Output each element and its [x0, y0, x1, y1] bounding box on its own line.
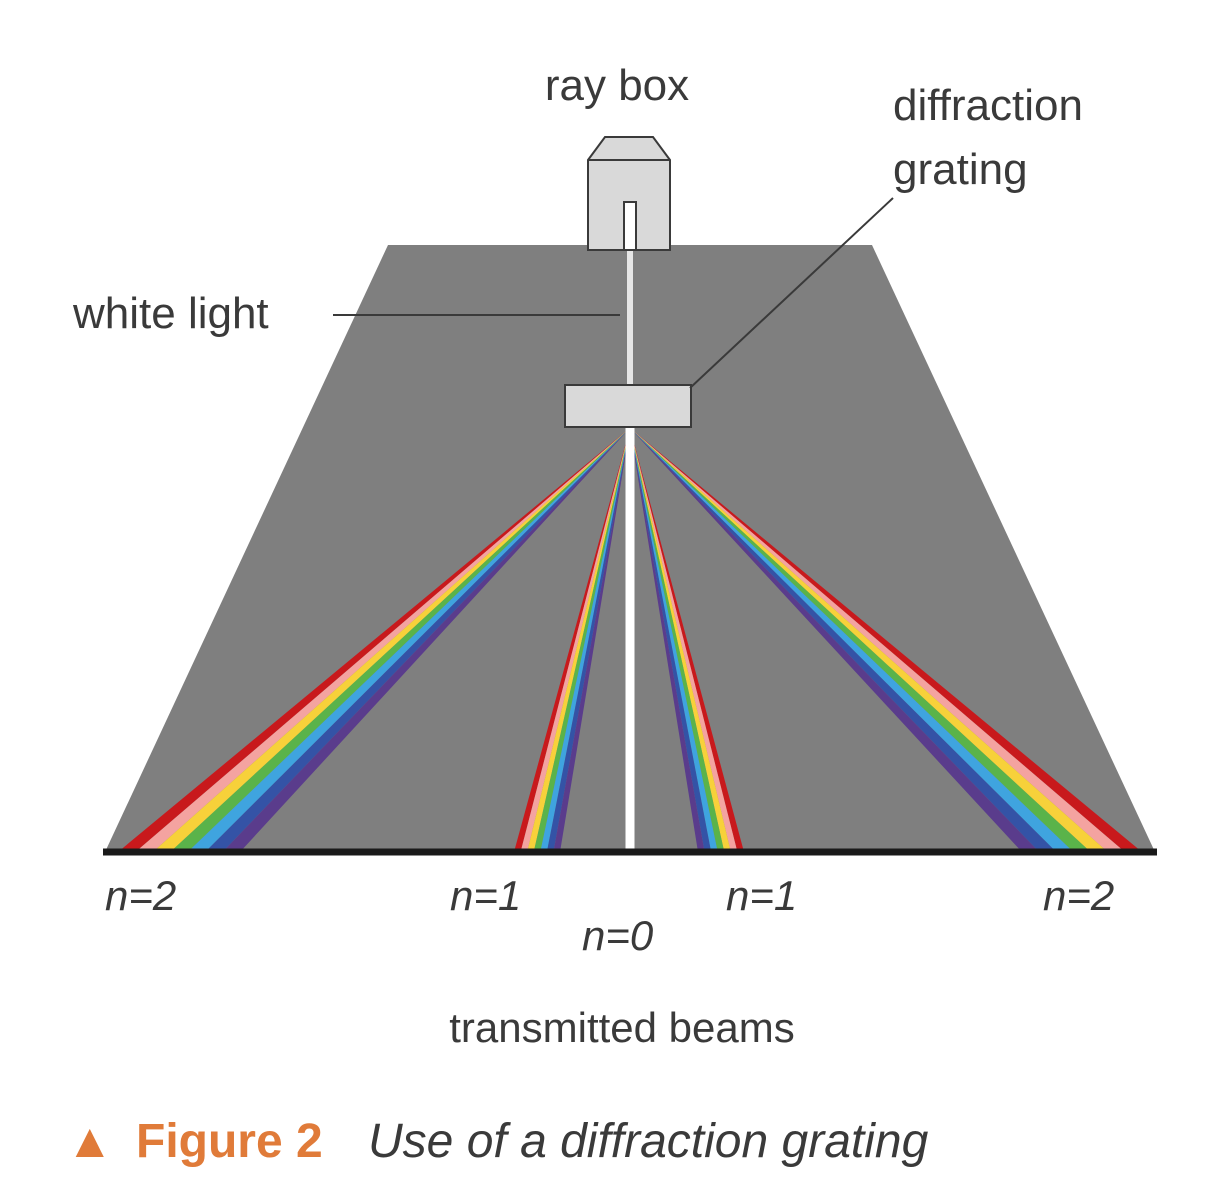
spectrum-n2-right-band — [630, 428, 1057, 852]
spectrum-n2-left-band — [152, 428, 630, 852]
diffraction-grating — [564, 384, 692, 428]
spectrum-n2-left-band — [187, 428, 630, 852]
spectrum-n2-right-band — [630, 428, 1125, 852]
spectrum-n1-right-band — [630, 428, 718, 852]
spectrum-n2-right-band — [630, 428, 1074, 852]
order-label-n2-left: n=2 — [105, 872, 176, 919]
caption-marker-icon: ▲ — [66, 1115, 114, 1168]
spectrum-n1-right-band — [630, 428, 712, 852]
spectrum-n2-right-band — [630, 428, 1040, 852]
white-light-label: white light — [72, 289, 269, 338]
caption-text: Use of a diffraction grating — [368, 1115, 929, 1168]
diffraction-grating-label-line1: diffraction — [893, 81, 1083, 130]
spectrum-n2-left-band — [222, 428, 631, 852]
diffracted-spectra — [118, 428, 1142, 852]
transmitted-beams-label: transmitted beams — [449, 1004, 794, 1051]
spectrum-n1-right — [630, 428, 744, 852]
spectrum-n2-left — [118, 428, 631, 852]
spectrum-n1-left-band — [540, 428, 630, 852]
spectrum-n1-left-band — [527, 428, 630, 852]
spectrum-n1-left-band — [514, 428, 630, 852]
spectrum-n1-right-band — [630, 428, 744, 852]
spectrum-n1-left-band — [533, 428, 630, 852]
spectrum-n1-left-band — [553, 428, 630, 852]
spectrum-n2-right — [630, 428, 1142, 852]
order-label-n1-right: n=1 — [726, 872, 797, 919]
spectrum-n1-right-band — [630, 428, 725, 852]
diffraction-grating-label-line2: grating — [893, 145, 1028, 194]
order-label-n0: n=0 — [582, 912, 654, 959]
spectrum-n2-left-band — [135, 428, 630, 852]
order-label-n1-left: n=1 — [450, 872, 521, 919]
order-label-n2-right: n=2 — [1043, 872, 1114, 919]
grating-leader — [689, 197, 894, 389]
spectrum-n1-left — [514, 428, 630, 852]
spectrum-n1-right-band — [630, 428, 738, 852]
spectrum-n1-right-band — [630, 428, 705, 852]
spectrum-n2-left-band — [205, 428, 630, 852]
spectrum-n1-left-band — [546, 428, 630, 852]
ray-box-label: ray box — [545, 61, 689, 110]
spectrum-n2-left-band — [170, 428, 631, 852]
spectrum-n2-right-band — [630, 428, 1142, 852]
spectrum-n1-right-band — [630, 428, 731, 852]
caption-figure-number: Figure 2 — [136, 1115, 323, 1168]
ray-box — [587, 136, 671, 251]
spectrum-n1-left-band — [520, 428, 630, 852]
spectrum-n2-left-band — [118, 428, 630, 852]
spectrum-n2-right-band — [630, 428, 1108, 852]
spectrum-n2-right-band — [630, 428, 1091, 852]
